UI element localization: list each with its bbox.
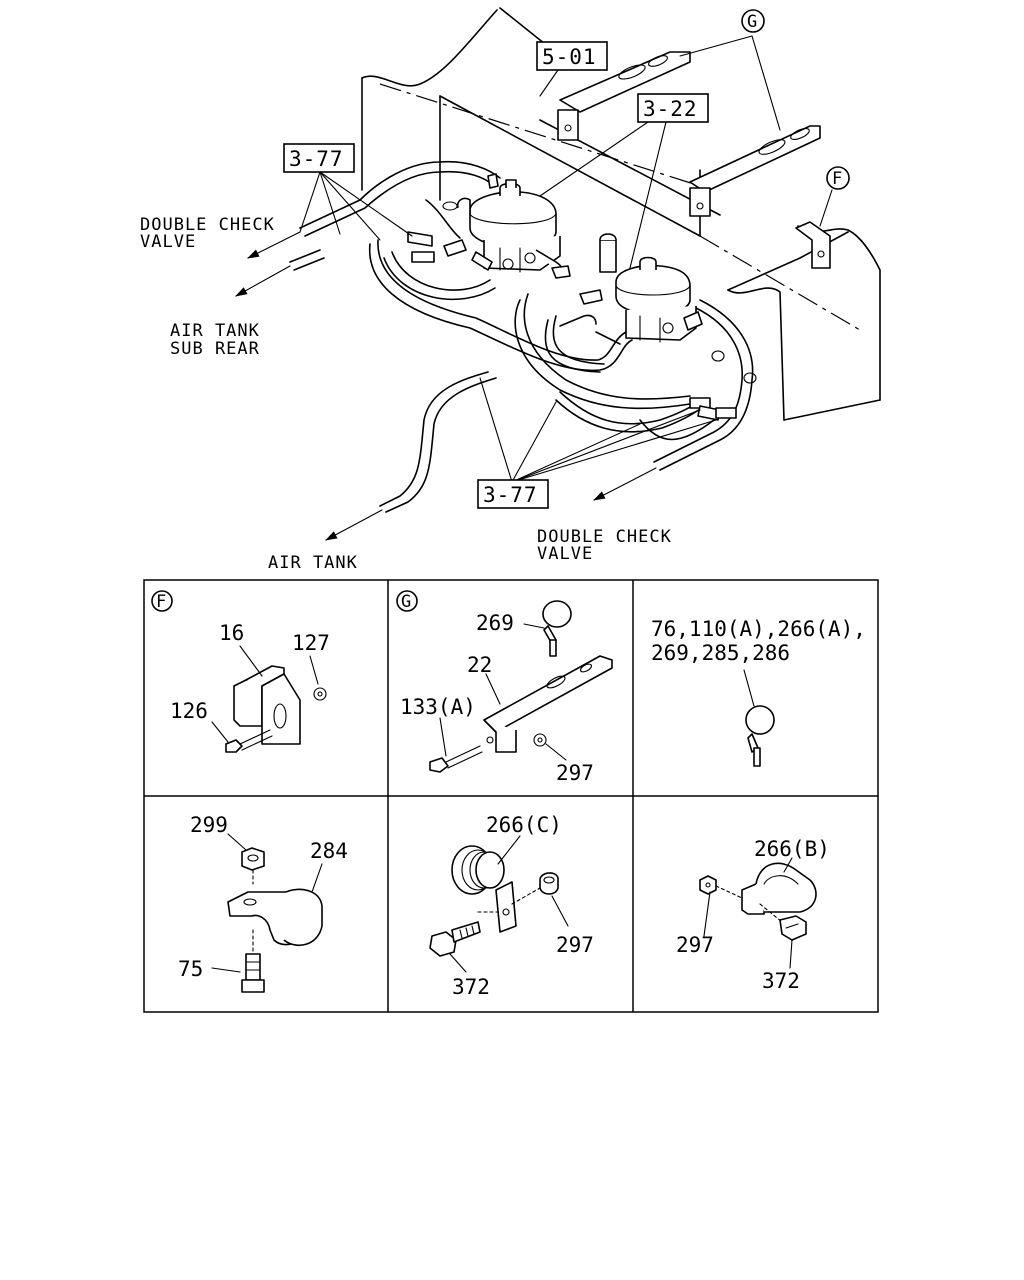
svg-text:G: G bbox=[401, 592, 412, 612]
label-air-tank-sub-rear-1: AIR TANK bbox=[170, 321, 260, 341]
clamp-parts-line2: 269,285,286 bbox=[651, 641, 790, 665]
ref-box-3-22[interactable]: 3-22 bbox=[637, 93, 709, 123]
clamp-parts-line1: 76,110(A),266(A), bbox=[651, 617, 866, 641]
label-297-g: 297 bbox=[556, 761, 594, 785]
label-126: 126 bbox=[170, 699, 208, 723]
label-air-tank-sub-rear-2: SUB REAR bbox=[170, 339, 260, 359]
callout-g-main: G bbox=[741, 9, 765, 33]
ref-box-5-01[interactable]: 5-01 bbox=[536, 41, 608, 71]
ref-box-3-77-bottom[interactable]: 3-77 bbox=[477, 479, 549, 509]
label-22: 22 bbox=[467, 653, 492, 677]
svg-text:3-22: 3-22 bbox=[643, 97, 698, 121]
label-double-check-valve-right-1: DOUBLE CHECK bbox=[537, 527, 672, 547]
label-air-tank: AIR TANK bbox=[268, 553, 358, 573]
detail-cell-clamp: 76,110(A),266(A), 269,285,286 bbox=[651, 617, 866, 767]
bracket-f bbox=[795, 221, 831, 269]
ref-box-3-77-top[interactable]: 3-77 bbox=[283, 143, 355, 173]
label-266c: 266(C) bbox=[486, 813, 562, 837]
fittings bbox=[407, 173, 757, 421]
label-double-check-valve-left-1: DOUBLE CHECK bbox=[140, 215, 275, 235]
detail-cell-266c: 266(C) 297 372 bbox=[429, 813, 594, 999]
svg-text:3-77: 3-77 bbox=[483, 483, 538, 507]
label-299: 299 bbox=[190, 813, 228, 837]
detail-cell-266b: 266(B) 297 372 bbox=[676, 837, 830, 993]
label-297-b: 297 bbox=[676, 933, 714, 957]
label-269: 269 bbox=[476, 611, 514, 635]
callout-f-main: F bbox=[826, 166, 850, 190]
detail-table bbox=[143, 579, 879, 1013]
svg-text:F: F bbox=[832, 169, 843, 189]
label-284: 284 bbox=[310, 839, 348, 863]
label-127: 127 bbox=[292, 631, 330, 655]
main-view: 5-01 3-22 3-77 3-77 G F DOUBLE CHECK VAL… bbox=[140, 7, 881, 573]
label-297-c: 297 bbox=[556, 933, 594, 957]
label-372-c: 372 bbox=[452, 975, 490, 999]
relay-valve-upper bbox=[456, 179, 571, 279]
detail-cell-284: 299 284 75 bbox=[178, 813, 348, 993]
flow-arrows bbox=[235, 231, 657, 541]
label-133a: 133(A) bbox=[400, 695, 476, 719]
label-75: 75 bbox=[178, 957, 203, 981]
svg-text:G: G bbox=[747, 12, 758, 32]
svg-text:5-01: 5-01 bbox=[542, 45, 597, 69]
label-double-check-valve-right-2: VALVE bbox=[537, 544, 593, 564]
bracket-g bbox=[557, 51, 821, 217]
relay-valve-lower bbox=[579, 233, 703, 343]
leader-lines bbox=[299, 35, 833, 483]
detail-cell-g: G 269 22 133(A) 297 bbox=[396, 590, 613, 785]
label-16: 16 bbox=[219, 621, 244, 645]
air-pipes bbox=[289, 160, 754, 513]
label-372-b: 372 bbox=[762, 969, 800, 993]
detail-cell-f: F 16 127 126 bbox=[151, 590, 330, 753]
label-double-check-valve-left-2: VALVE bbox=[140, 232, 196, 252]
label-266b: 266(B) bbox=[754, 837, 830, 861]
svg-text:F: F bbox=[156, 592, 167, 612]
svg-text:3-77: 3-77 bbox=[289, 147, 344, 171]
